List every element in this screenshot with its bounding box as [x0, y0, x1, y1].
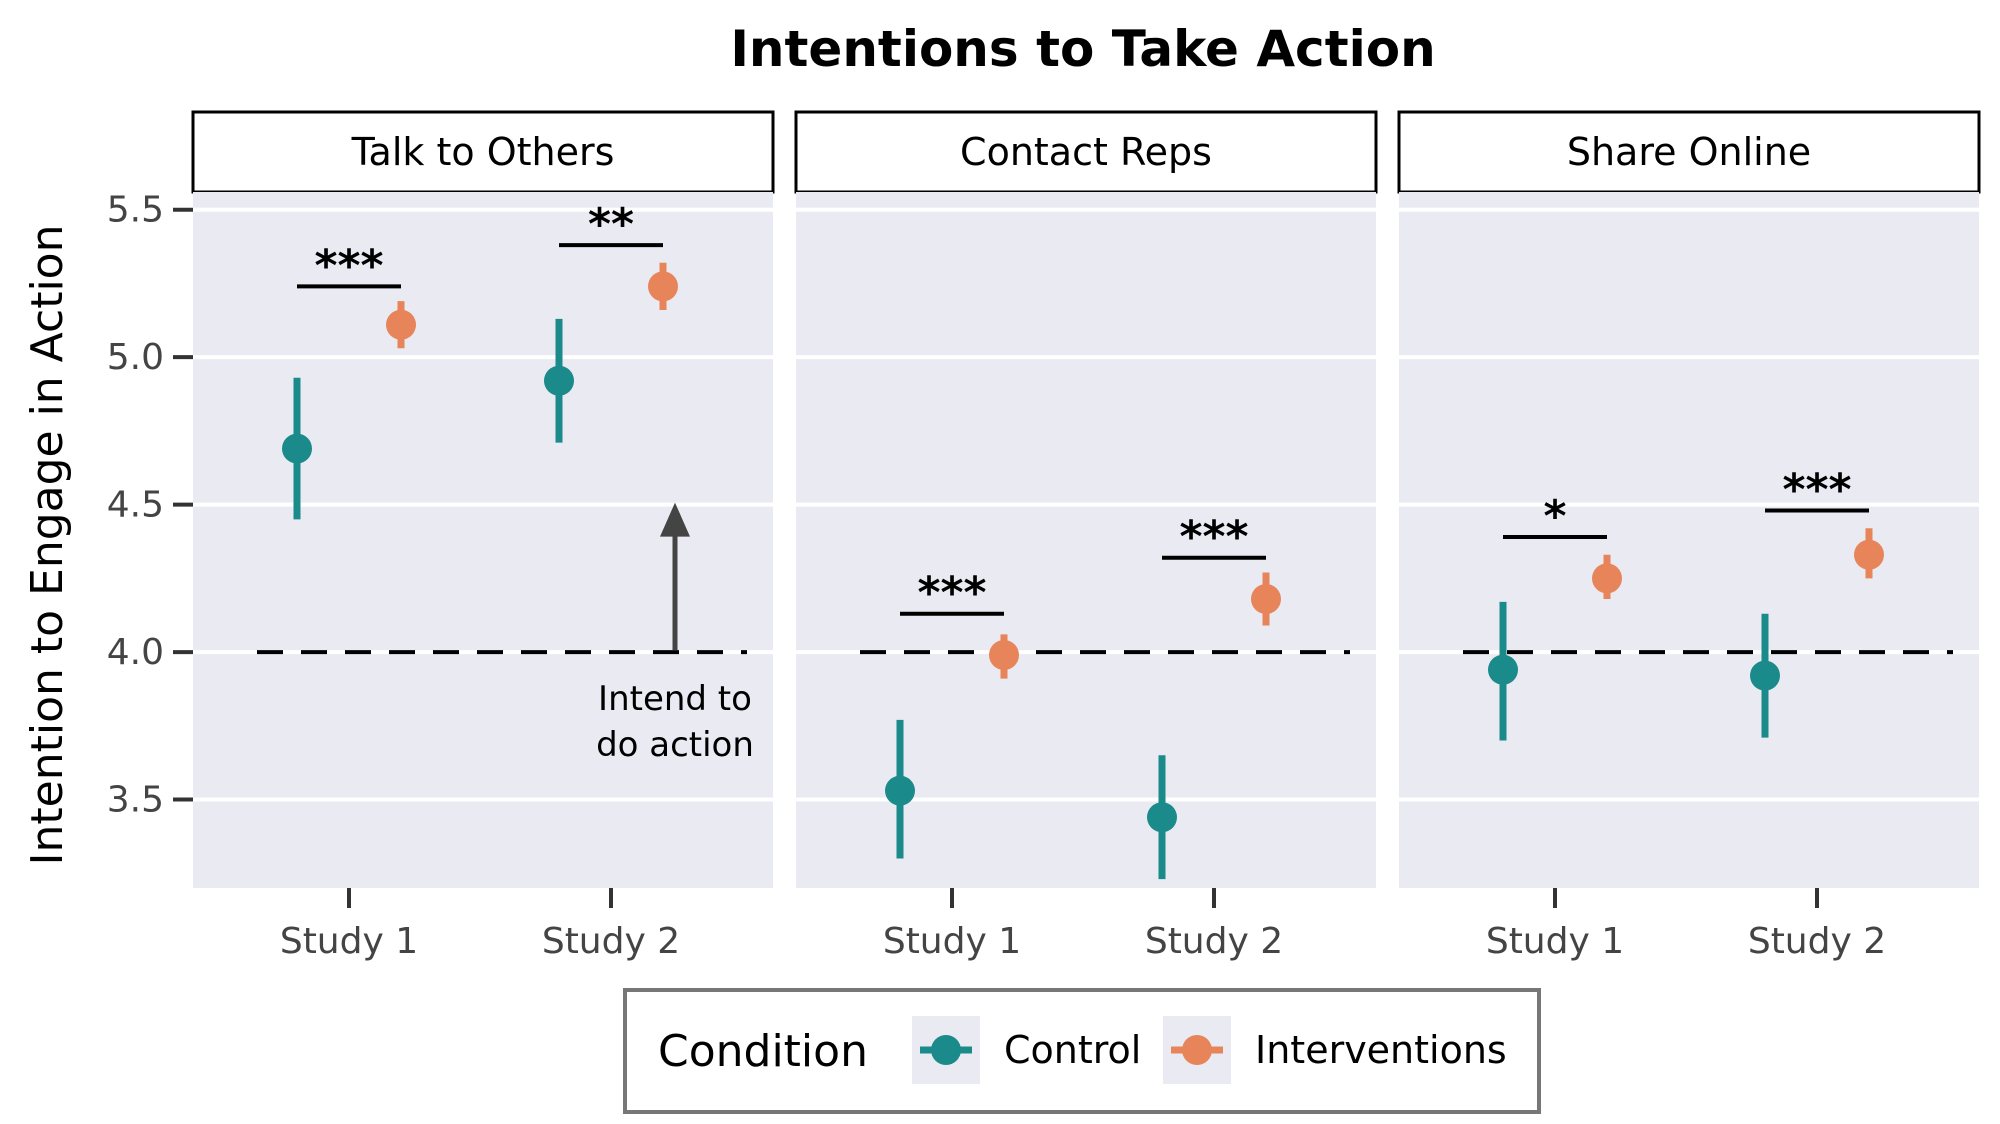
point-control — [282, 433, 312, 464]
y-tick-label: 5.5 — [107, 190, 164, 231]
y-tick-label: 4.0 — [107, 632, 164, 673]
significance-label: *** — [314, 240, 383, 291]
x-tick-label: Study 1 — [1486, 921, 1624, 962]
point-interventions — [1854, 539, 1884, 570]
significance-label: *** — [1179, 512, 1248, 563]
panel-strip-label: Share Online — [1567, 130, 1811, 174]
chart-title: Intentions to Take Action — [730, 20, 1435, 78]
y-tick-label: 3.5 — [107, 780, 164, 821]
x-tick-label: Study 1 — [280, 921, 418, 962]
point-control — [885, 775, 915, 806]
panel-strip-box — [191, 110, 775, 194]
significance-label: *** — [1782, 465, 1851, 516]
annotation-arrow-head — [660, 502, 690, 537]
x-tick-label: Study 2 — [1145, 921, 1283, 962]
point-control — [1147, 802, 1177, 833]
panel-strip-label: Talk to Others — [351, 130, 615, 174]
point-interventions — [1251, 583, 1281, 614]
point-interventions — [386, 309, 416, 340]
legend-label: Interventions — [1255, 1028, 1507, 1072]
point-control — [1488, 654, 1518, 685]
x-tick-label: Study 1 — [883, 921, 1021, 962]
x-tick-label: Study 2 — [542, 921, 680, 962]
significance-label: * — [1543, 491, 1566, 542]
panel-background — [193, 192, 773, 888]
panel-strip-label: Contact Reps — [960, 130, 1212, 174]
y-tick-label: 5.0 — [107, 337, 164, 378]
x-tick-label: Study 2 — [1748, 921, 1886, 962]
legend-box — [623, 988, 1541, 1114]
annotation-text: Intend to — [598, 679, 752, 719]
legend-entries: Control Interventions — [912, 1016, 1507, 1084]
point-interventions — [1592, 563, 1622, 594]
panel-strip-box — [1397, 110, 1981, 194]
legend-title: Condition — [658, 1026, 868, 1077]
panel-background — [1399, 192, 1979, 888]
point-control — [544, 365, 574, 396]
legend: Condition Control Interventions — [623, 988, 1541, 1114]
significance-label: *** — [917, 568, 986, 619]
y-axis: 3.5 4.0 4.5 5.0 5.5 — [107, 190, 193, 821]
legend-key-point — [931, 1035, 961, 1065]
legend-key-point — [1182, 1035, 1212, 1065]
legend-label: Control — [1004, 1028, 1141, 1072]
panel-strip-box — [794, 110, 1378, 194]
significance-label: ** — [588, 199, 634, 250]
y-axis-title: Intention to Engage in Action — [22, 225, 73, 866]
point-interventions — [989, 640, 1019, 671]
point-interventions — [648, 271, 678, 302]
panel-background — [796, 192, 1376, 888]
y-tick-label: 4.5 — [107, 485, 164, 526]
annotation-text: do action — [596, 725, 754, 765]
point-control — [1750, 660, 1780, 691]
